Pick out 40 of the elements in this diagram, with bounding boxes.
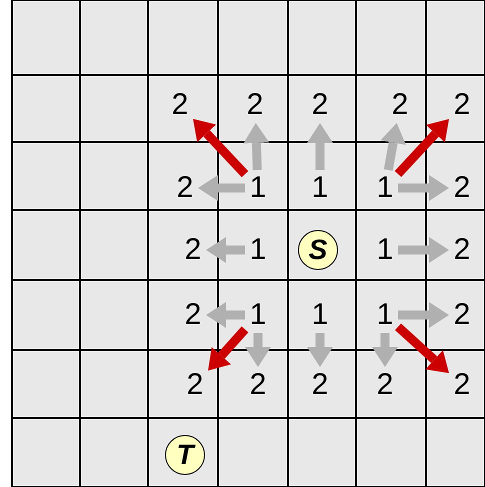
cell-number: 1 [247,299,269,331]
cell-number: 2 [389,89,411,121]
cell-number: 2 [451,172,473,204]
arrow [307,333,333,367]
arrow [394,119,449,178]
cell-number: 2 [247,369,269,401]
arrow [206,237,245,263]
cell-number: 2 [451,234,473,266]
cell-number: 2 [182,234,204,266]
cell-number: 1 [309,299,331,331]
cell-number: 2 [184,369,206,401]
cell-number: 2 [309,89,331,121]
arrow [398,175,449,201]
arrow [208,326,248,371]
cell-number: 2 [451,299,473,331]
arrow [372,333,398,367]
cell-number: 1 [374,234,396,266]
cell-number: 1 [374,299,396,331]
cell-number: 1 [247,172,269,204]
arrow [243,123,270,170]
cell-number: 1 [309,172,331,204]
arrow [198,175,245,201]
arrow [245,333,271,367]
cell-number: 2 [169,89,191,121]
cell-number: 2 [182,299,204,331]
arrow [398,237,449,263]
cell-number: 2 [451,369,473,401]
arrow [206,302,245,328]
cell-number: 2 [451,89,473,121]
cell-number: 2 [309,369,331,401]
cell-number: 2 [374,369,396,401]
cell-number: 1 [247,234,269,266]
cell-number: 2 [244,89,266,121]
cell-number: 2 [174,172,196,204]
arrow [193,118,248,178]
arrow [307,123,333,170]
arrow [394,323,449,374]
arrow [380,123,406,171]
arrow [398,302,449,328]
cell-number: 1 [374,172,396,204]
